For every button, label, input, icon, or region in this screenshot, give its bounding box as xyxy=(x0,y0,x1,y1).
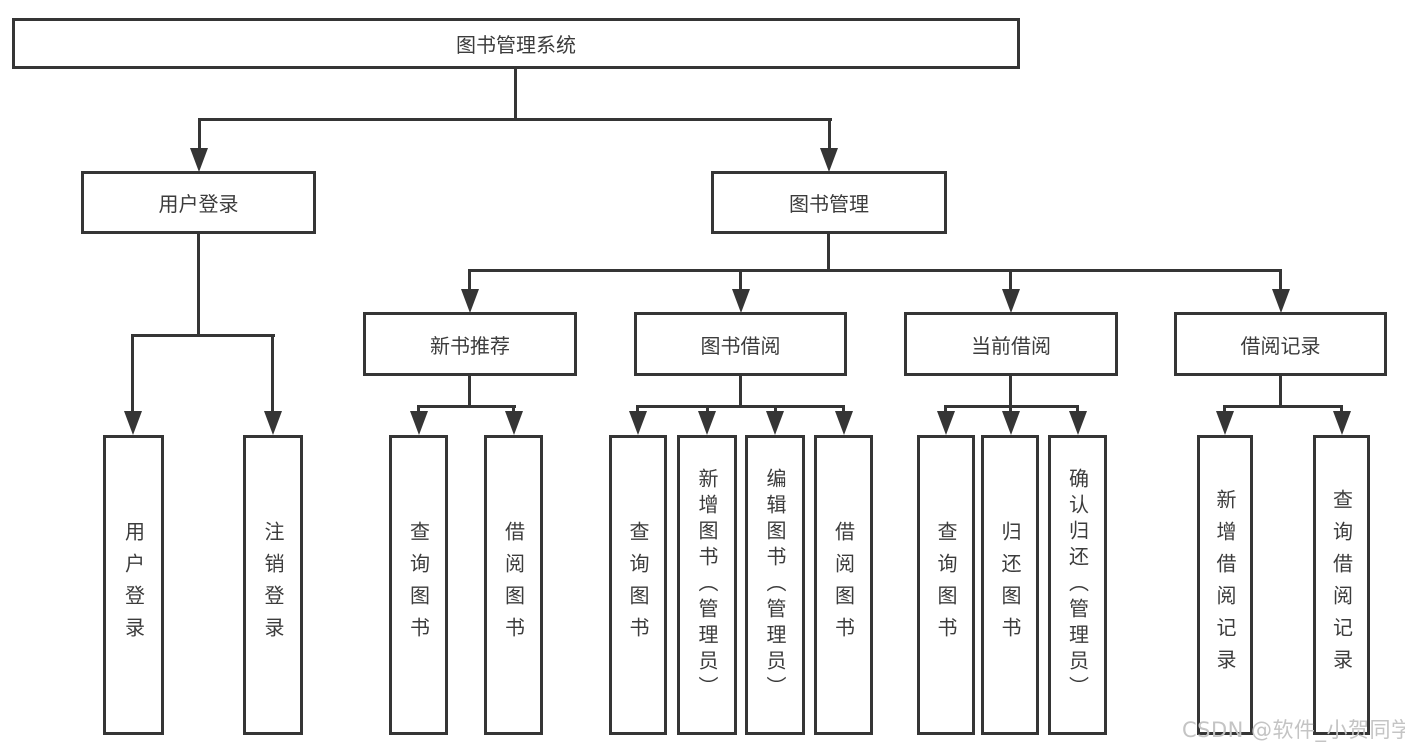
node-leaf-add-book-label: 新增图书（管理员） xyxy=(695,468,719,702)
node-leaf-add-record-label: 新增借阅记录 xyxy=(1213,489,1237,681)
node-leaf-logout: 注销登录 xyxy=(243,435,303,735)
connector-line xyxy=(842,405,845,415)
node-leaf-return-book: 归还图书 xyxy=(981,435,1039,735)
node-leaf-borrow-book-a: 借阅图书 xyxy=(484,435,543,735)
connector-line xyxy=(271,334,274,413)
connector-arrow-down-icon xyxy=(1272,289,1290,313)
connector-line xyxy=(1009,269,1012,291)
connector-arrow-down-icon xyxy=(937,411,955,435)
node-leaf-add-book: 新增图书（管理员） xyxy=(677,435,737,735)
connector-line xyxy=(1223,405,1226,415)
node-leaf-add-record: 新增借阅记录 xyxy=(1197,435,1253,735)
connector-line xyxy=(827,234,830,272)
connector-arrow-down-icon xyxy=(410,411,428,435)
connector-arrow-down-icon xyxy=(190,148,208,172)
node-current-borrow: 当前借阅 xyxy=(904,312,1118,376)
node-leaf-query-book-b: 查询图书 xyxy=(609,435,667,735)
connector-line xyxy=(1340,405,1343,415)
connector-arrow-down-icon xyxy=(1333,411,1351,435)
connector-arrow-down-icon xyxy=(1216,411,1234,435)
node-leaf-query-record-label: 查询借阅记录 xyxy=(1329,489,1354,681)
connector-line xyxy=(706,405,709,415)
node-leaf-query-record: 查询借阅记录 xyxy=(1313,435,1370,735)
csdn-watermark: CSDN @软件_小贺同学 xyxy=(1182,718,1405,742)
node-leaf-query-book-b-label: 查询图书 xyxy=(626,521,650,649)
connector-arrow-down-icon xyxy=(732,289,750,313)
node-leaf-query-book-c: 查询图书 xyxy=(917,435,975,735)
node-new-book-rec-label: 新书推荐 xyxy=(430,333,510,358)
connector-arrow-down-icon xyxy=(820,148,838,172)
node-root-label: 图书管理系统 xyxy=(456,33,576,57)
node-leaf-query-book-a: 查询图书 xyxy=(389,435,448,735)
connector-arrow-down-icon xyxy=(629,411,647,435)
connector-line xyxy=(468,269,471,291)
node-leaf-logout-label: 注销登录 xyxy=(261,521,285,649)
node-book-mgmt: 图书管理 xyxy=(711,171,947,234)
connector-line xyxy=(468,376,471,408)
connector-arrow-down-icon xyxy=(124,411,142,435)
node-leaf-borrow-book-a-label: 借阅图书 xyxy=(501,521,526,649)
connector-line xyxy=(1279,376,1282,408)
connector-line xyxy=(131,334,134,413)
connector-line xyxy=(636,405,639,415)
connector-line xyxy=(1009,405,1012,415)
connector-line xyxy=(131,334,275,337)
node-leaf-query-book-a-label: 查询图书 xyxy=(406,521,431,649)
node-root: 图书管理系统 xyxy=(12,18,1020,69)
connector-line xyxy=(636,405,845,408)
node-book-borrow-label: 图书借阅 xyxy=(700,333,781,358)
node-current-borrow-label: 当前借阅 xyxy=(971,333,1051,358)
connector-line xyxy=(1009,376,1012,408)
node-user-login-label: 用户登录 xyxy=(158,192,239,216)
node-leaf-user-login: 用户登录 xyxy=(103,435,164,735)
node-borrow-record: 借阅记录 xyxy=(1174,312,1387,376)
connector-line xyxy=(739,376,742,408)
connector-line xyxy=(417,405,420,415)
connector-line xyxy=(1076,405,1079,415)
connector-line xyxy=(468,269,1281,272)
connector-arrow-down-icon xyxy=(505,411,523,435)
connector-line xyxy=(417,405,516,408)
node-leaf-borrow-book-b-label: 借阅图书 xyxy=(831,521,856,649)
connector-line xyxy=(197,234,200,337)
node-leaf-query-book-c-label: 查询图书 xyxy=(934,521,958,649)
node-leaf-confirm-return-label: 确认归还（管理员） xyxy=(1065,468,1090,702)
node-leaf-borrow-book-b: 借阅图书 xyxy=(814,435,873,735)
node-borrow-record-label: 借阅记录 xyxy=(1240,333,1321,358)
node-leaf-edit-book-label: 编辑图书（管理员） xyxy=(763,468,787,702)
node-leaf-edit-book: 编辑图书（管理员） xyxy=(745,435,805,735)
connector-line xyxy=(774,405,777,415)
connector-line xyxy=(198,118,832,121)
connector-line xyxy=(512,405,515,415)
node-leaf-user-login-label: 用户登录 xyxy=(121,521,146,649)
node-user-login: 用户登录 xyxy=(81,171,316,234)
connector-arrow-down-icon xyxy=(698,411,716,435)
connector-line xyxy=(944,405,947,415)
connector-arrow-down-icon xyxy=(461,289,479,313)
node-leaf-return-book-label: 归还图书 xyxy=(998,521,1022,649)
connector-line xyxy=(739,269,742,291)
node-book-mgmt-label: 图书管理 xyxy=(789,192,869,216)
connector-line xyxy=(198,118,201,152)
connector-arrow-down-icon xyxy=(766,411,784,435)
connector-arrow-down-icon xyxy=(1069,411,1087,435)
node-new-book-rec: 新书推荐 xyxy=(363,312,577,376)
connector-arrow-down-icon xyxy=(1002,411,1020,435)
connector-line xyxy=(1279,269,1282,291)
connector-arrow-down-icon xyxy=(1002,289,1020,313)
connector-arrow-down-icon xyxy=(264,411,282,435)
connector-line xyxy=(1223,405,1343,408)
connector-line xyxy=(828,118,831,152)
connector-arrow-down-icon xyxy=(835,411,853,435)
node-book-borrow: 图书借阅 xyxy=(634,312,847,376)
connector-line xyxy=(514,68,517,121)
node-leaf-confirm-return: 确认归还（管理员） xyxy=(1048,435,1107,735)
